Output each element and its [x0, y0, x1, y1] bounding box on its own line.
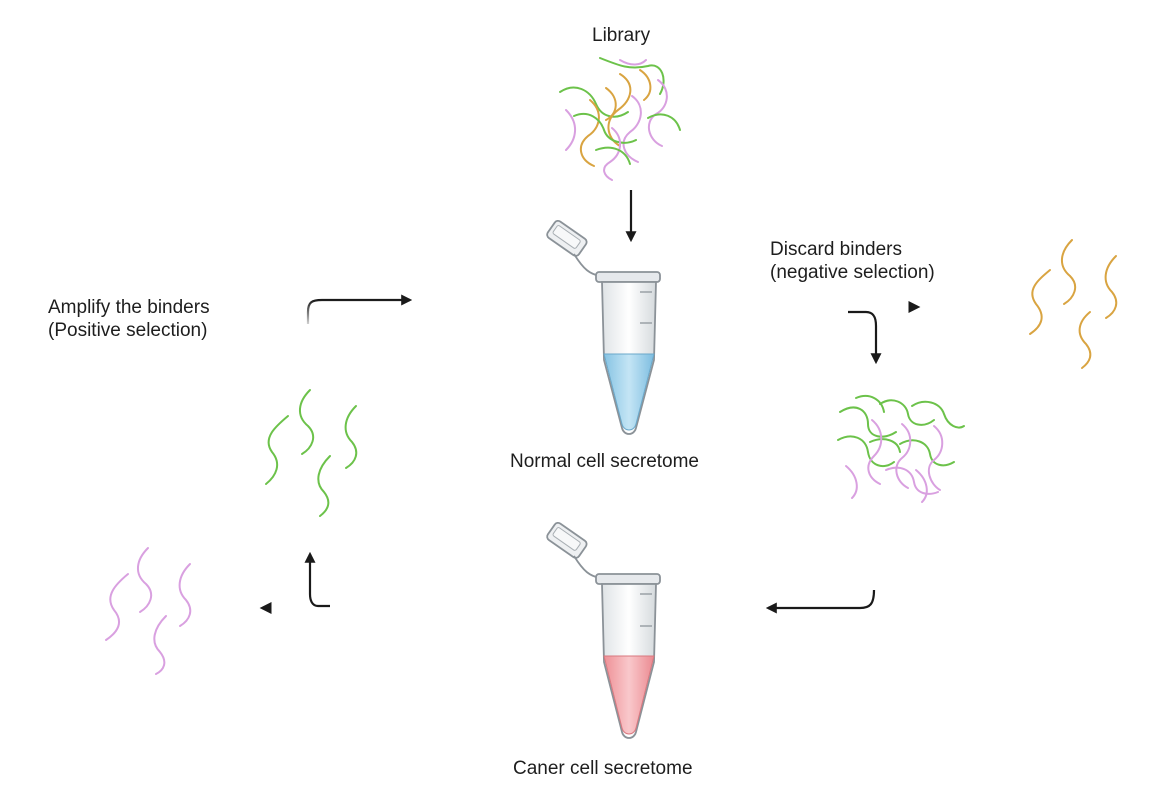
library-strands-cluster [559, 57, 681, 181]
discard-binders-line2: (negative selection) [770, 262, 935, 283]
arrow-normal-to-mixed-binders [848, 310, 882, 365]
arrow-mixed-to-cancer-tube [765, 589, 876, 614]
amplify-binders-line2: (Positive selection) [48, 320, 208, 341]
arrow-amplify-to-normal [306, 294, 413, 324]
discard-binders-label: Discard binders (negative selection) [770, 238, 935, 284]
library-label: Library [592, 25, 651, 46]
non-binder-mixed-strands [837, 394, 965, 503]
discard-binders-line1: Discard binders [770, 239, 902, 260]
arrow-to-positive-binders [304, 551, 330, 608]
cancer-cell-secretome-label: Caner cell secretome [513, 758, 693, 779]
discarded-binders-strands [1029, 239, 1118, 369]
cancer-cell-secretome-tube [546, 521, 661, 739]
normal-cell-secretome-label: Normal cell secretome [510, 451, 699, 472]
amplify-binders-label: Amplify the binders (Positive selection) [48, 296, 210, 342]
amplify-binders-line1: Amplify the binders [48, 297, 210, 318]
positive-binders-green-strands [265, 389, 358, 517]
unbound-pink-strands [105, 547, 192, 675]
normal-cell-secretome-tube [546, 219, 661, 435]
